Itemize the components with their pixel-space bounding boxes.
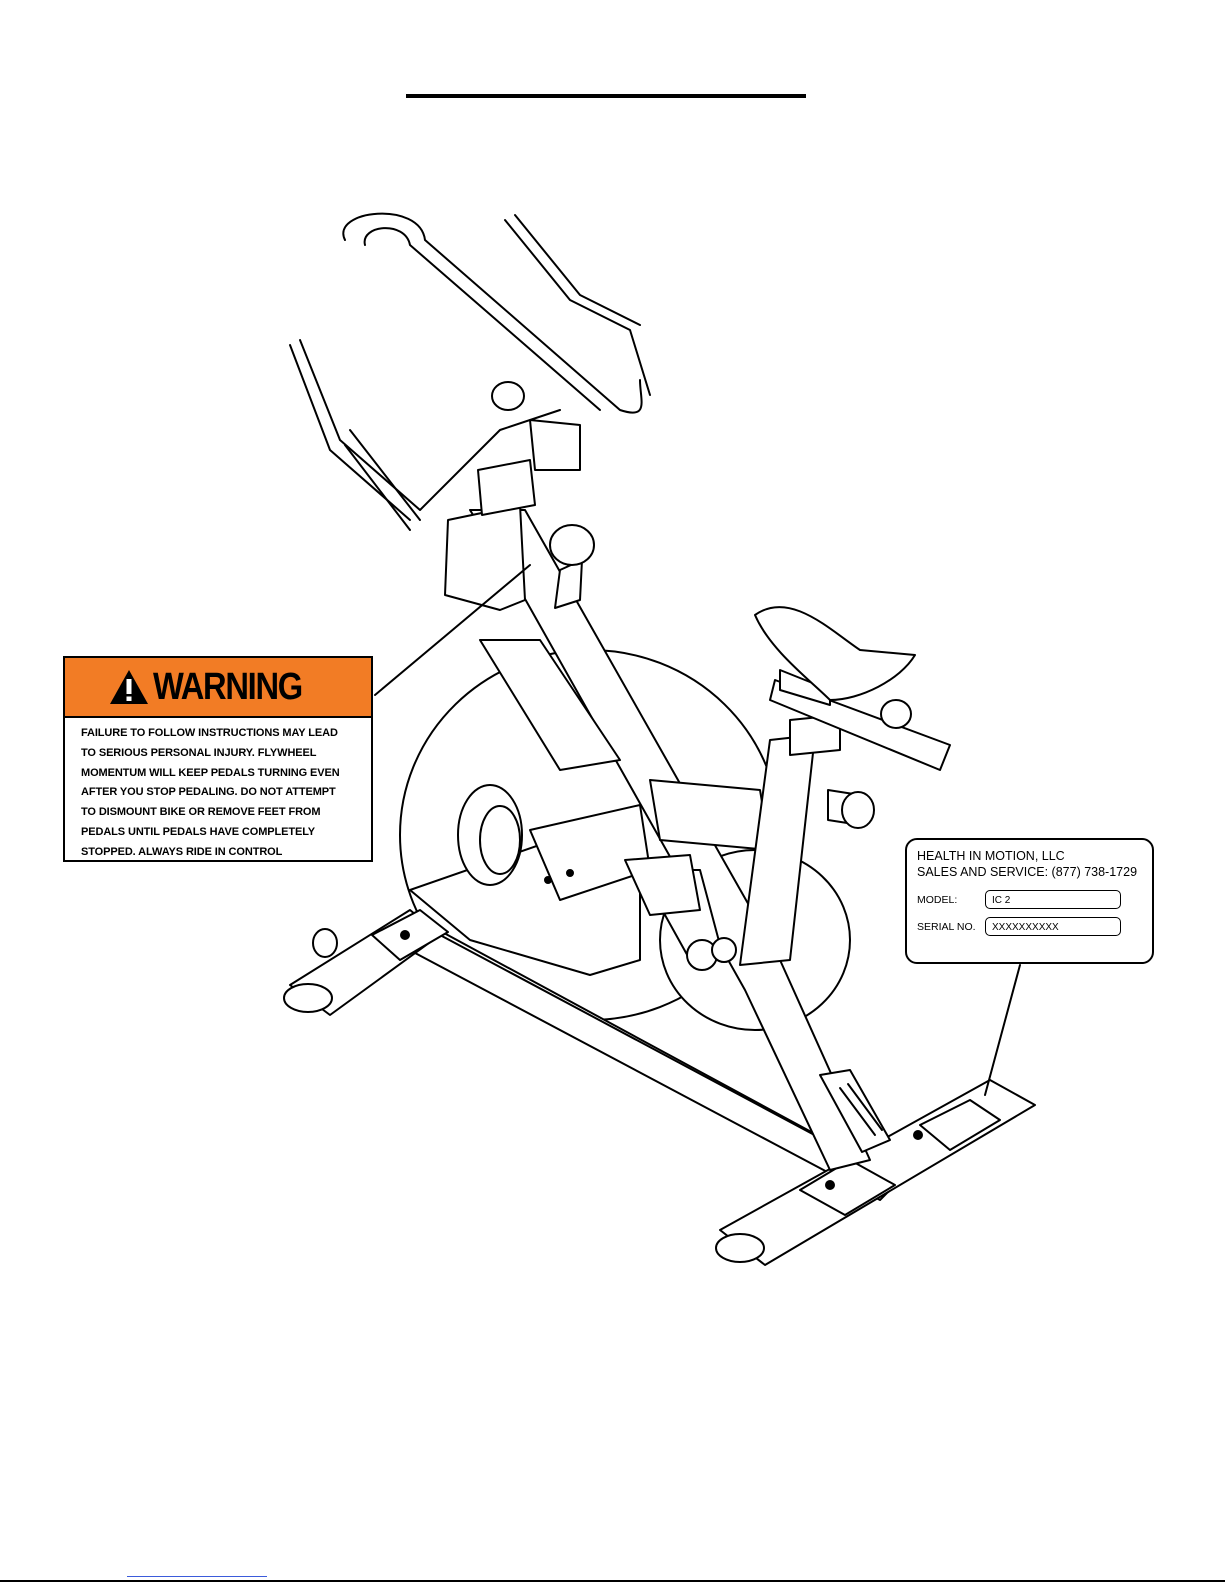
warning-heading: WARNING xyxy=(153,665,303,708)
serial-row: SERIAL NO. XXXXXXXXXX xyxy=(917,917,1144,936)
footer-link-underline xyxy=(127,1576,267,1577)
warning-line: AFTER YOU STOP PEDALING. DO NOT ATTEMPT xyxy=(81,786,336,799)
warning-triangle-icon xyxy=(109,669,149,705)
warning-text: FAILURE TO FOLLOW INSTRUCTIONS MAY LEAD … xyxy=(65,718,371,863)
rear-stabilizer xyxy=(715,1079,1036,1266)
seat xyxy=(754,606,951,771)
model-value: IC 2 xyxy=(985,890,1121,909)
label-leader-lines xyxy=(374,564,1021,1096)
drive-shroud xyxy=(409,784,651,976)
crank-pedal xyxy=(624,854,737,971)
company-name: HEALTH IN MOTION, LLC xyxy=(917,849,1065,863)
serial-value: XXXXXXXXXX xyxy=(985,917,1121,936)
frame xyxy=(469,509,871,1171)
warning-line: STOPPED. ALWAYS RIDE IN CONTROL xyxy=(81,845,283,858)
title-underline xyxy=(406,94,806,98)
seat-post xyxy=(739,714,875,966)
warning-line: PEDALS UNTIL PEDALS HAVE COMPLETELY xyxy=(81,825,316,838)
warning-line: TO SERIOUS PERSONAL INJURY. FLYWHEEL xyxy=(81,746,317,759)
front-stabilizer xyxy=(283,909,449,1016)
service-phone: SALES AND SERVICE: (877) 738-1729 xyxy=(917,865,1138,879)
serial-info-label: HEALTH IN MOTION, LLC SALES AND SERVICE:… xyxy=(905,838,1154,964)
warning-header: WARNING xyxy=(65,658,371,718)
handlebar-stem xyxy=(477,381,581,516)
handlebars xyxy=(289,212,651,531)
warning-line: TO DISMOUNT BIKE OR REMOVE FEET FROM xyxy=(81,806,321,819)
footer-rule xyxy=(0,1580,1225,1582)
head-tube xyxy=(444,504,595,611)
warning-label: WARNING FAILURE TO FOLLOW INSTRUCTIONS M… xyxy=(63,656,373,862)
serial-label: SERIAL NO. xyxy=(917,920,976,933)
model-label: MODEL: xyxy=(917,893,958,906)
warning-line: FAILURE TO FOLLOW INSTRUCTIONS MAY LEAD xyxy=(81,727,338,739)
brake-pad xyxy=(819,1069,891,1153)
model-row: MODEL: IC 2 xyxy=(917,890,1144,909)
warning-line: MOMENTUM WILL KEEP PEDALS TURNING EVEN xyxy=(81,766,340,779)
